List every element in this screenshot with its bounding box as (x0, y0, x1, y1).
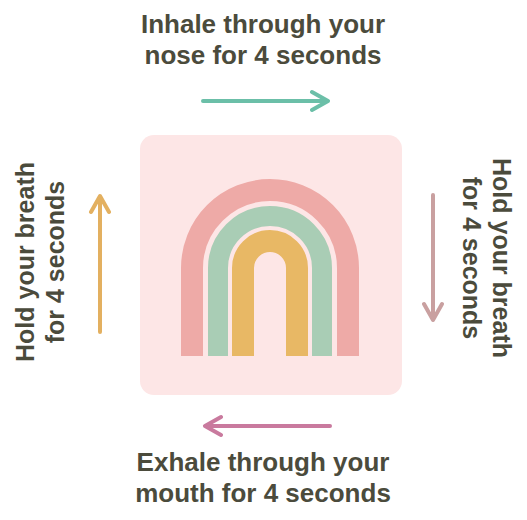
hold-text: Hold your breath for 4 seconds (457, 143, 517, 373)
arrow-left (205, 417, 330, 435)
rainbow-middle-band (218, 216, 322, 356)
hold-text: Hold your breath for 4 seconds (10, 147, 70, 377)
inhale-text: Inhale through your nose for 4 seconds (118, 9, 408, 71)
arrow-right (203, 92, 328, 110)
pink-square (140, 135, 402, 395)
rainbow-outer-band (192, 190, 348, 356)
rainbow (192, 190, 348, 356)
arrow-down (424, 195, 442, 320)
arrow-up (91, 196, 109, 332)
rainbow-inner-band (243, 241, 297, 356)
exhale-text: Exhale through your mouth for 4 seconds (113, 447, 413, 509)
